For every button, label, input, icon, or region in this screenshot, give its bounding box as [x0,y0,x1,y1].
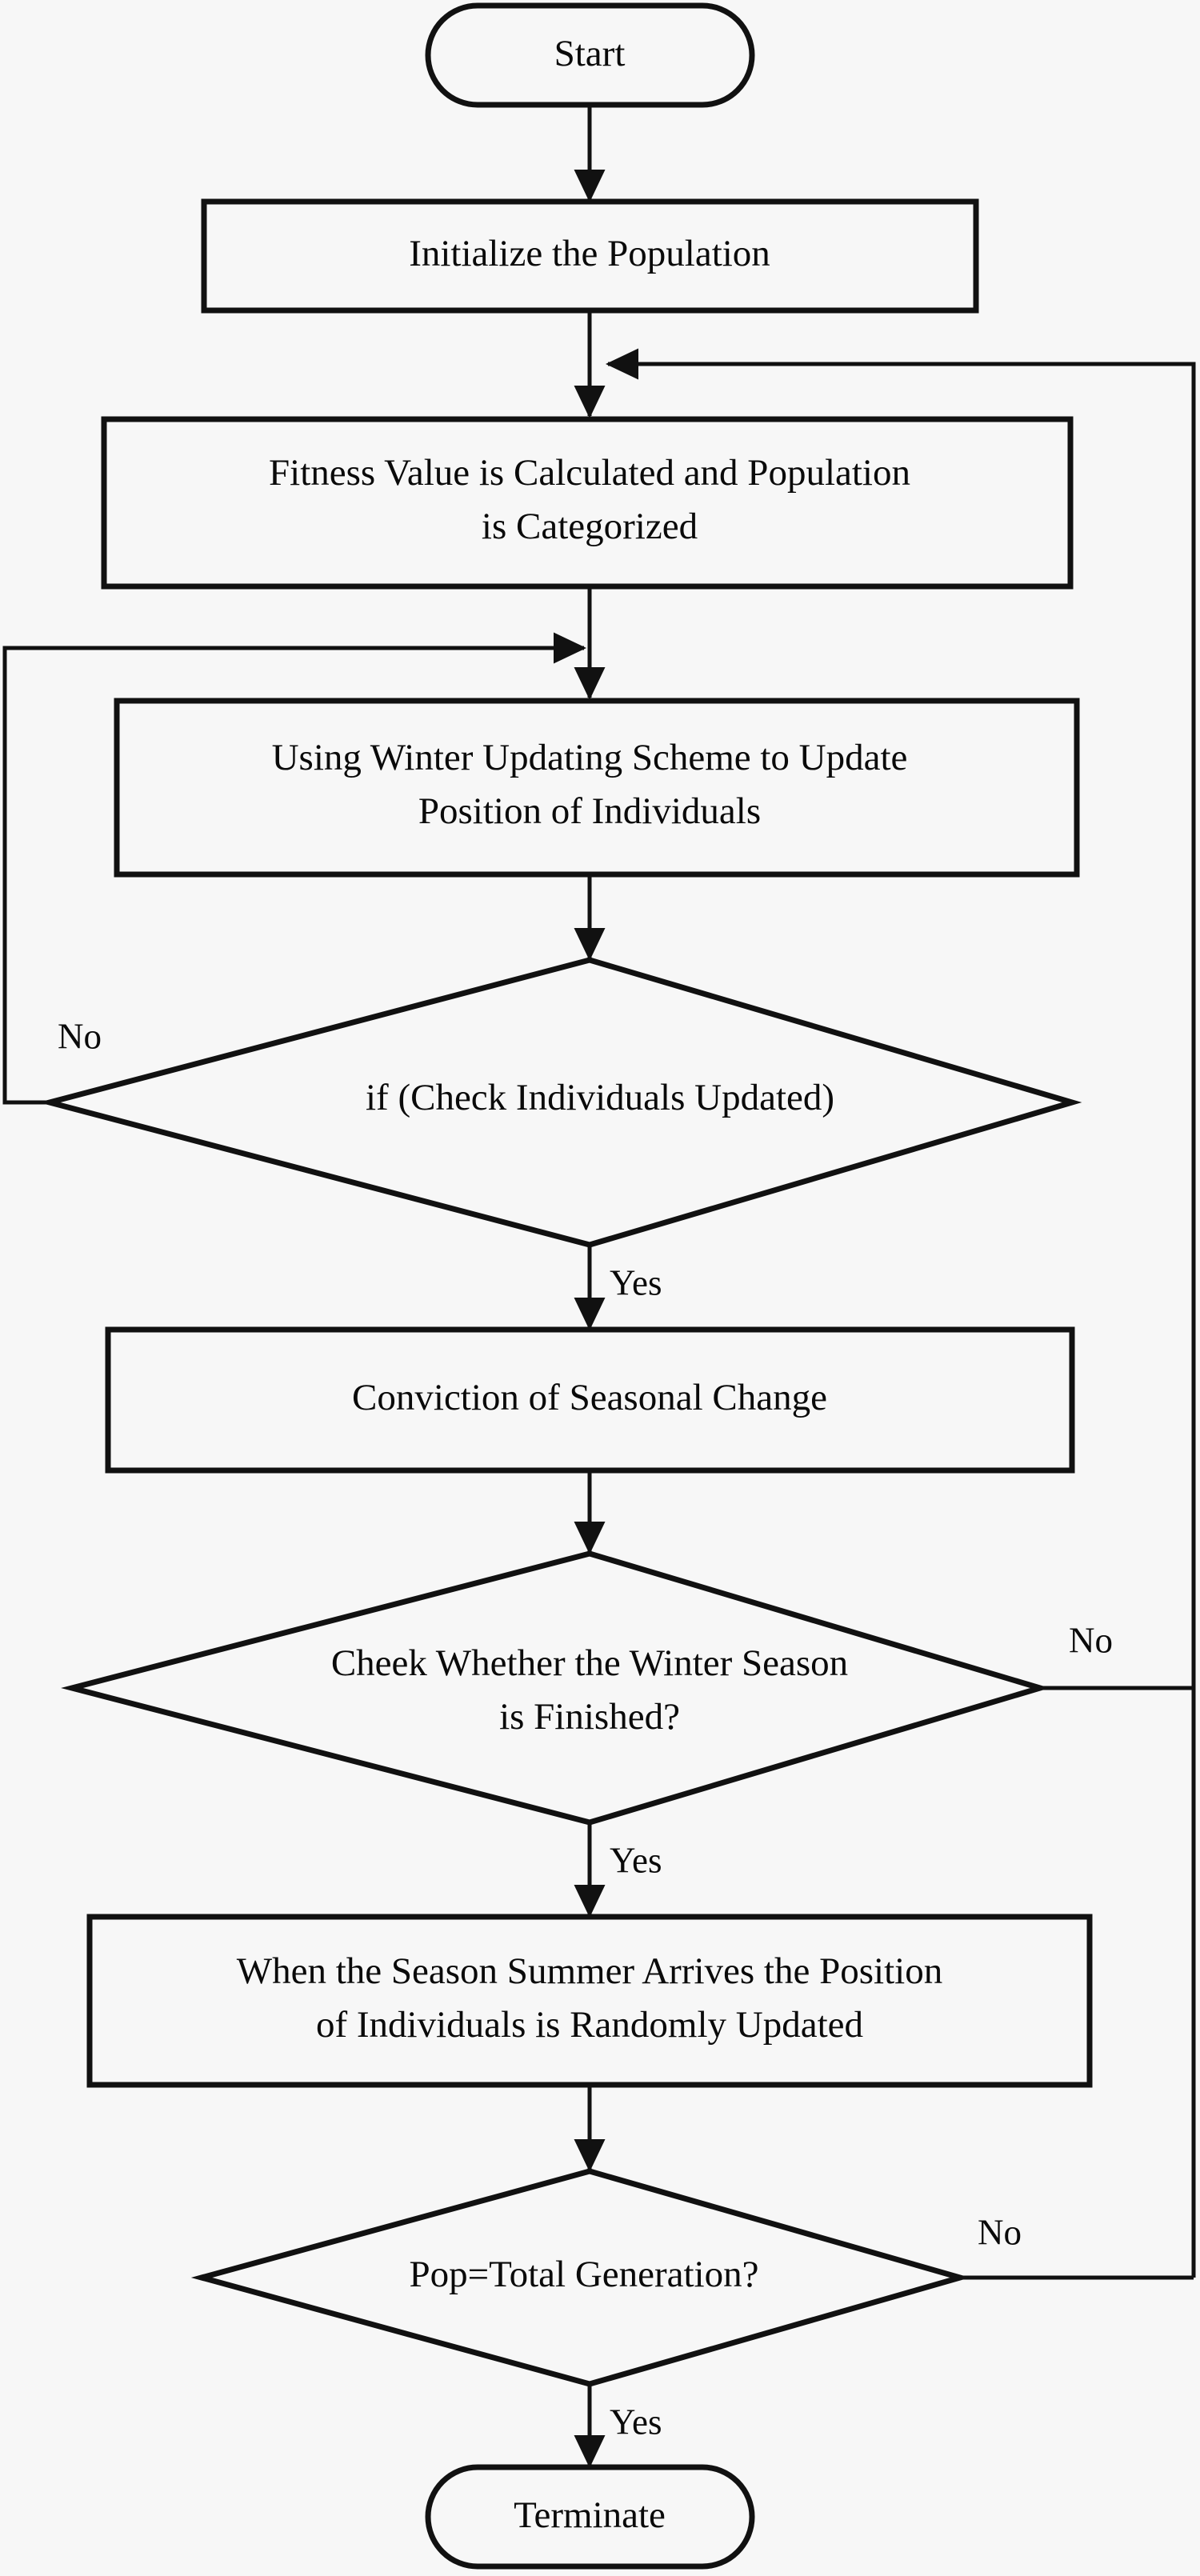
node-checkupd-label: if (Check Individuals Updated) [366,1077,834,1118]
node-winter[interactable]: Using Winter Updating Scheme to Update P… [114,698,1080,878]
right-feedback-trunk [605,348,1196,2278]
node-init-label: Initialize the Population [409,233,770,274]
node-winter-label-line1: Using Winter Updating Scheme to Update [272,737,908,778]
node-winterdone-label-line1: Cheek Whether the Winter Season [331,1642,848,1684]
node-summer[interactable]: When the Season Summer Arrives the Posit… [86,1914,1093,2088]
node-popgen[interactable]: Pop=Total Generation? [190,2168,970,2387]
node-fitness-label-line2: is Categorized [482,506,698,547]
edge-label-winterdone-yes: Yes [610,1840,662,1880]
edge-label-checkupd-yes: Yes [610,1262,662,1302]
node-summer-label-line1: When the Season Summer Arrives the Posit… [237,1950,942,1992]
node-checkupd[interactable]: if (Check Individuals Updated) [38,957,1082,1248]
left-feedback-loop [2,632,587,1105]
edge-label-winterdone-no: No [1069,1620,1113,1660]
edge-label-popgen-yes: Yes [610,2402,662,2442]
edge-label-checkupd-no: No [58,1016,102,1056]
node-summer-label-line2: of Individuals is Randomly Updated [316,2004,863,2046]
node-init[interactable]: Initialize the Population [201,198,979,314]
node-conviction-label: Conviction of Seasonal Change [352,1377,827,1418]
node-popgen-label: Pop=Total Generation? [410,2254,759,2295]
node-conviction[interactable]: Conviction of Seasonal Change [105,1326,1075,1474]
node-fitness-label-line1: Fitness Value is Calculated and Populati… [269,452,910,494]
node-terminate-label: Terminate [514,2494,666,2536]
edge-label-popgen-no: No [978,2212,1022,2252]
node-winterdone[interactable]: Cheek Whether the Winter Season is Finis… [61,1550,1050,1826]
node-terminate[interactable]: Terminate [425,2464,755,2570]
node-winter-label-line2: Position of Individuals [418,790,761,832]
node-fitness[interactable]: Fitness Value is Calculated and Populati… [101,416,1074,590]
node-winterdone-label-line2: is Finished? [499,1696,680,1738]
node-start-label: Start [554,33,626,74]
node-start[interactable]: Start [425,2,755,108]
